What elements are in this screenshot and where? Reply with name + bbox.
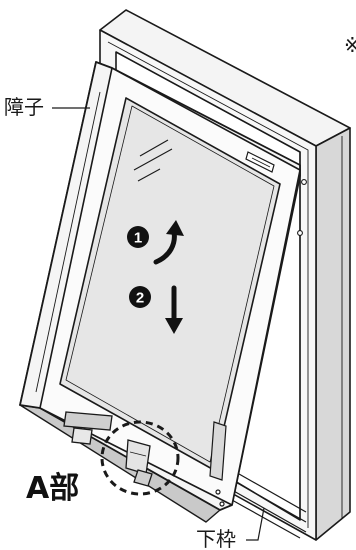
step-2-number-overlay: 2 (136, 290, 144, 307)
bottom-frame (231, 469, 307, 539)
frame-screws (297, 179, 307, 236)
step-2-number: 2 (136, 290, 144, 307)
edge-note-mark: ※ (344, 33, 356, 57)
step-1-number: 1 (134, 230, 142, 247)
step-2: 2 (129, 285, 183, 334)
hinge-hardware (63, 411, 153, 487)
sash-label: 障子 (4, 95, 44, 119)
top-latch (245, 151, 275, 173)
bottom-frame-label: 下枠 (196, 527, 236, 550)
bottom-frame-leader-line (246, 507, 265, 541)
sash (19, 61, 301, 523)
arrow-up-curved-icon (153, 229, 177, 265)
part-a-label: A部 (26, 471, 79, 506)
step-1: 1 (127, 220, 184, 265)
sash-handle-slot (209, 421, 227, 507)
part-a-highlight (100, 420, 180, 496)
